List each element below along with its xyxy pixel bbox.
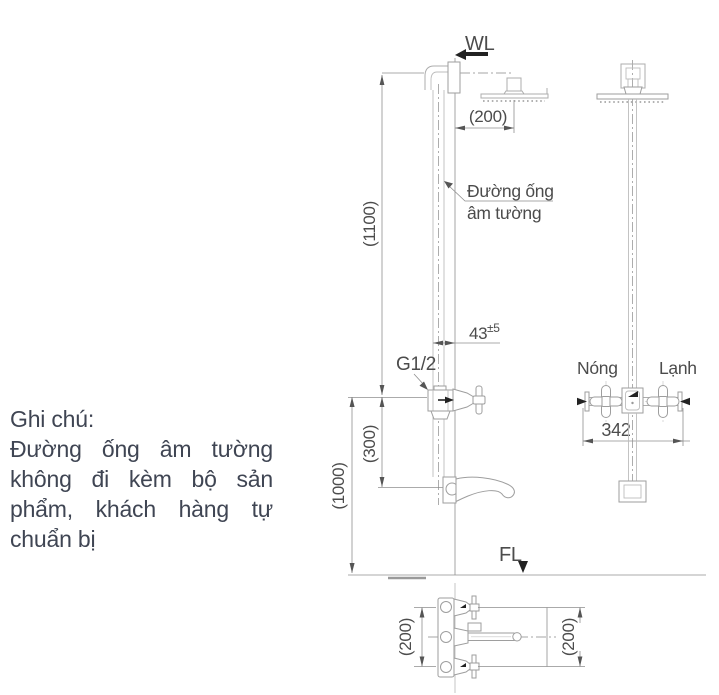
mixer-front (577, 381, 690, 422)
thread-callout: G1/2 (396, 354, 436, 390)
dimension-plan-right: (200) (559, 607, 583, 667)
dim-43-label: 43 (469, 324, 487, 343)
note-line: không đi kèm bộ sản (10, 466, 273, 492)
wl-label: WL (465, 33, 495, 55)
dim-200-plan-right-label: (200) (559, 618, 578, 656)
dim-300-label: (300) (360, 425, 379, 463)
dimension-head-offset: (200) (455, 100, 515, 133)
dim-43-tolerance: ±5 (487, 321, 500, 335)
hot-label: Nóng (577, 358, 618, 378)
note-line: phẩm, khách hàng tự (10, 496, 273, 522)
spout-front (618, 413, 647, 503)
supply-elbow (424, 61, 461, 94)
dim-1000-label: (1000) (329, 462, 348, 509)
note-title: Ghi chú: (10, 406, 95, 432)
plan-valve-bottom (453, 654, 480, 679)
pipe-callout-text-2: âm tường (467, 203, 541, 223)
note-line: chuẩn bị (10, 526, 96, 552)
hot-handle (588, 381, 624, 422)
dim-342-label: 342 (601, 420, 630, 440)
floor-line (348, 574, 706, 580)
fl-label: FL (499, 544, 522, 566)
plan-spout (453, 622, 522, 647)
dimension-pipe-depth: 43 ±5 (433, 321, 501, 346)
plan-valve-top (453, 595, 480, 620)
fl-marker: FL (499, 544, 528, 573)
note-line: Đường ống âm tường (10, 436, 273, 462)
g12-label: G1/2 (396, 354, 436, 375)
bath-spout-side (378, 476, 515, 504)
dim-200-plan-left-label: (200) (396, 618, 415, 656)
cold-label: Lạnh (659, 358, 697, 378)
wl-marker: WL (455, 33, 495, 60)
plan-view: (200) (200) (396, 583, 585, 693)
cold-handle (645, 381, 681, 422)
mixer-valve-side (427, 385, 486, 420)
pipe-callout: Đường ống âm tường (444, 181, 554, 223)
rain-head-front (596, 63, 669, 388)
dim-1100-label: (1100) (360, 201, 379, 247)
dimension-valve-to-spout: (300) (348, 397, 427, 487)
installation-note: Ghi chú: Đường ống âm tường không đi kèm… (10, 404, 273, 554)
concealed-pipe (432, 72, 512, 505)
dimension-valve-height: (1000) (329, 397, 355, 573)
dimension-arm-height: (1100) (360, 72, 424, 395)
dimension-plan-left: (200) (396, 607, 436, 667)
shower-head-side (480, 77, 549, 102)
dim-200-top-label: (200) (469, 107, 507, 126)
pipe-callout-text-1: Đường ống (467, 181, 554, 201)
